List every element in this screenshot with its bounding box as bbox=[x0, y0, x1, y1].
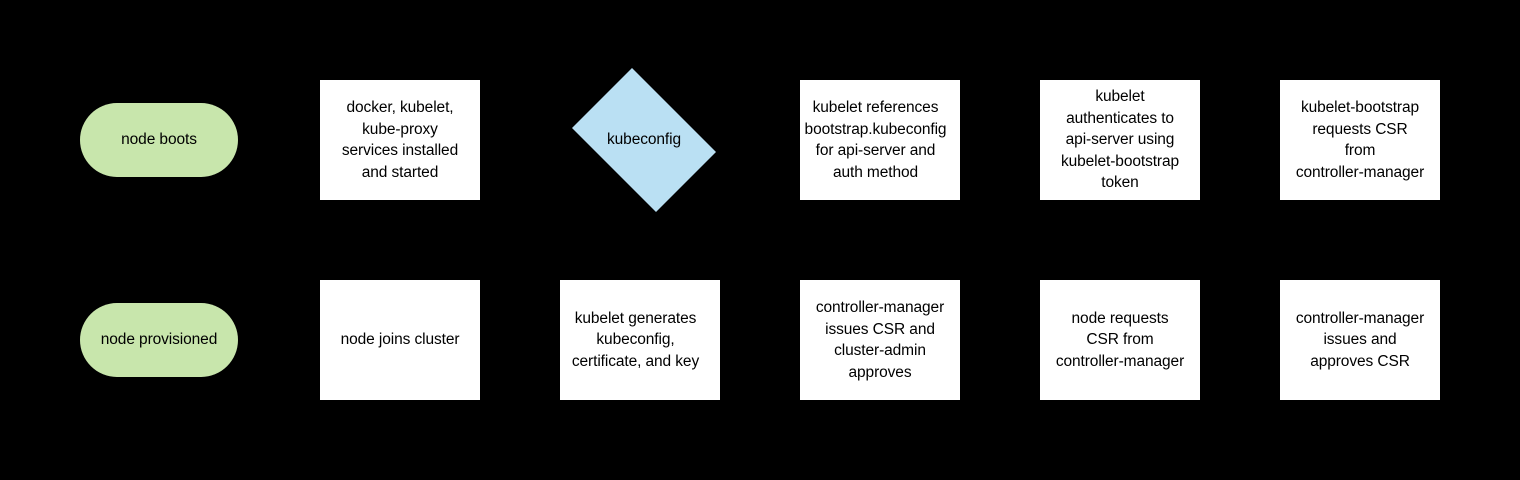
flow-node-services-installed[interactable]: docker, kubelet, kube-proxy services ins… bbox=[320, 80, 480, 200]
flow-node-kubelet-authenticates[interactable]: kubelet authenticates to api-server usin… bbox=[1040, 80, 1200, 200]
flow-node-controller-manager-issues-approves[interactable]: controller-manager issues and approves C… bbox=[1280, 280, 1440, 400]
flow-node-node-joins-cluster[interactable]: node joins cluster bbox=[320, 280, 480, 400]
flow-node-label: kubelet references bootstrap.kubeconfig … bbox=[804, 99, 947, 181]
flow-node-label: node joins cluster bbox=[340, 331, 460, 349]
flow-node-label: kubelet authenticates to api-server usin… bbox=[1060, 88, 1180, 192]
flow-node-label: node boots bbox=[121, 131, 197, 149]
flow-node-node-requests-csr[interactable]: node requests CSR from controller-manage… bbox=[1040, 280, 1200, 400]
flow-node-kubelet-bootstrap-requests-csr[interactable]: kubelet-bootstrap requests CSR from cont… bbox=[1280, 80, 1440, 200]
flow-node-kubelet-references-bootstrap[interactable]: kubelet references bootstrap.kubeconfig … bbox=[800, 80, 960, 200]
flow-node-label: docker, kubelet, kube-proxy services ins… bbox=[341, 99, 459, 181]
flow-node-controller-manager-issues-csr[interactable]: controller-manager issues CSR and cluste… bbox=[800, 280, 960, 400]
flow-node-node-provisioned[interactable]: node provisioned bbox=[80, 303, 238, 377]
flow-node-label: kubelet generates kubeconfig, certificat… bbox=[571, 309, 700, 370]
flow-node-label: node requests CSR from controller-manage… bbox=[1055, 309, 1185, 370]
flow-node-label: kubelet-bootstrap requests CSR from cont… bbox=[1295, 99, 1425, 181]
flow-node-label: controller-manager issues and approves C… bbox=[1295, 309, 1425, 370]
flow-node-label: controller-manager issues CSR and cluste… bbox=[815, 299, 945, 381]
flow-node-kubelet-generates[interactable]: kubelet generates kubeconfig, certificat… bbox=[560, 280, 720, 400]
flow-node-node-boots[interactable]: node boots bbox=[80, 103, 238, 177]
flow-node-label: kubeconfig bbox=[607, 131, 681, 149]
flow-node-kubeconfig-decision[interactable]: kubeconfig bbox=[560, 67, 728, 213]
flow-node-label: node provisioned bbox=[100, 331, 218, 349]
